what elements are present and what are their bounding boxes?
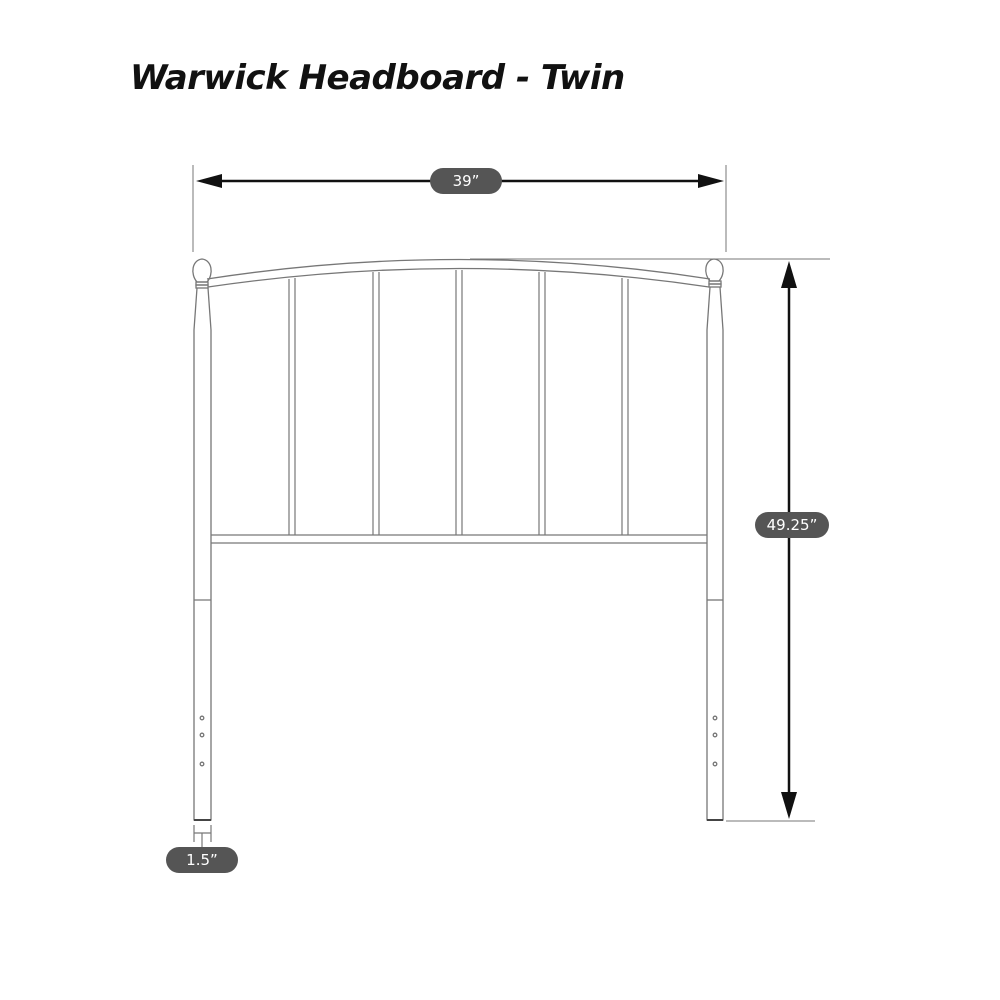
left-post <box>192 258 212 821</box>
page-title: Warwick Headboard - Twin <box>130 58 625 98</box>
bottom-rail <box>211 534 707 544</box>
post-width-label: 1.5” <box>166 847 238 873</box>
arrow-up-icon <box>781 261 797 288</box>
height-dimension <box>470 258 830 822</box>
top-rail <box>206 258 711 288</box>
width-label: 39” <box>430 168 502 194</box>
arrow-left-icon <box>196 174 222 188</box>
arrow-right-icon <box>698 174 724 188</box>
height-label: 49.25” <box>755 512 829 538</box>
arrow-down-icon <box>781 792 797 819</box>
post-width-dimension <box>193 825 212 848</box>
spindles <box>288 270 629 535</box>
right-post <box>705 258 724 821</box>
